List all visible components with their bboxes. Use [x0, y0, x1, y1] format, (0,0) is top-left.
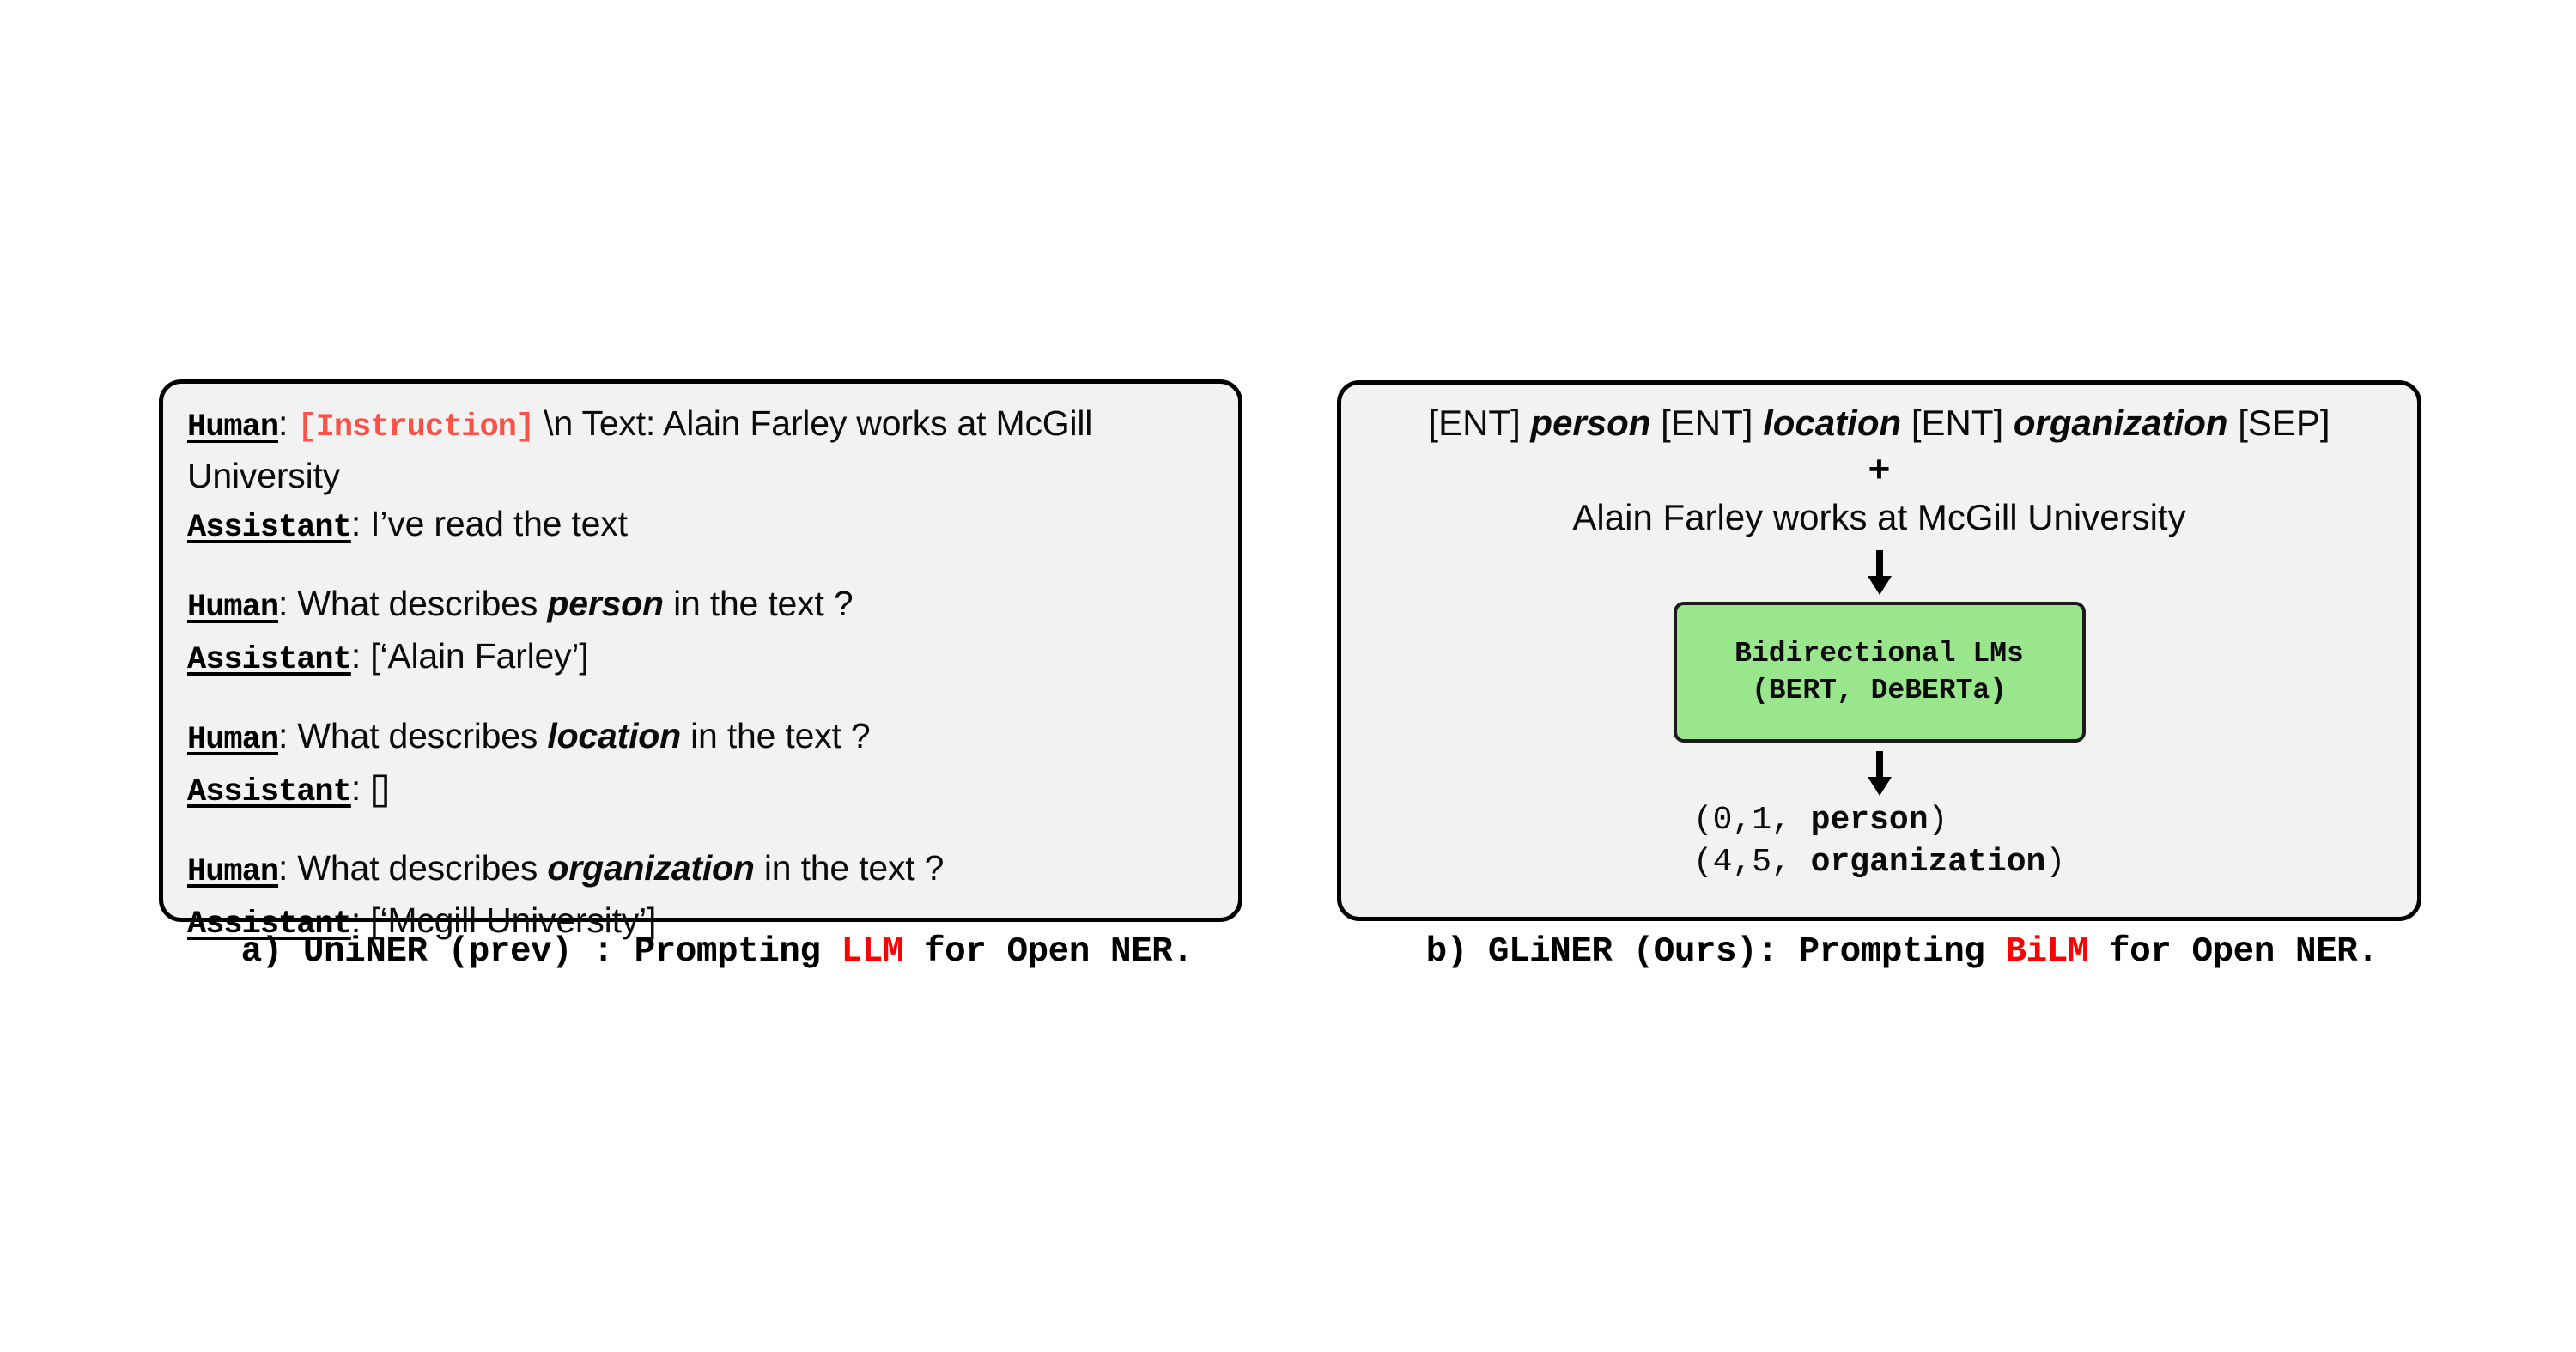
block-gap	[187, 684, 1221, 712]
model-name-line-2: (BERT, DeBERTa)	[1751, 675, 2008, 706]
chat-text: What describes	[288, 584, 548, 623]
role-label-assistant: Assistant	[187, 774, 352, 810]
conversation-block: Human: [Instruction] \n Text: Alain Farl…	[187, 399, 1221, 552]
conversation-block: Human: What describes organization in th…	[187, 844, 1221, 949]
output-span-item: (4,5, organization)	[1693, 841, 2065, 883]
ent-token: [ENT]	[1661, 403, 1753, 443]
role-colon: :	[350, 504, 361, 543]
span-label-person: person	[1810, 802, 1929, 839]
span-indices: (4,5,	[1692, 844, 1811, 881]
chat-line-human: Human: What describes organization in th…	[187, 844, 1221, 896]
chat-text: \n Text: Alain Farley works at McGill Un…	[187, 403, 1093, 495]
chat-line-assistant: Assistant: I’ve read the text	[187, 500, 1221, 552]
chat-text: What describes	[288, 848, 548, 888]
sep-token: [SEP]	[2238, 403, 2330, 443]
output-span-item: (0,1, person)	[1693, 799, 2065, 841]
caption-highlight-bilm: BiLM	[2005, 932, 2089, 972]
chat-text: []	[361, 768, 390, 808]
model-name-line-1: Bidirectional LMs	[1735, 638, 2024, 670]
chat-text: in the text ?	[680, 716, 871, 755]
model-box: Bidirectional LMs (BERT, DeBERTa)	[1673, 602, 2086, 743]
panel-a-conversation: Human: [Instruction] \n Text: Alain Farl…	[187, 399, 1221, 949]
role-label-human: Human	[187, 854, 279, 890]
span-label-organization: organization	[1810, 844, 2046, 881]
conversation-block: Human: What describes person in the text…	[187, 579, 1221, 684]
chat-text: [‘Mcgill University’]	[361, 900, 657, 940]
ent-token: [ENT]	[1911, 403, 2004, 443]
role-label-human: Human	[187, 722, 279, 758]
role-label-human: Human	[187, 590, 279, 626]
role-colon: :	[350, 900, 361, 940]
caption-panel-b: b) GLiNER (Ours): Prompting BiLM for Ope…	[1370, 931, 2434, 973]
caption-panel-a: a) UniNER (prev) : Prompting LLM for Ope…	[185, 931, 1249, 973]
chat-text: in the text ?	[754, 848, 945, 888]
span-indices: (0,1,	[1692, 802, 1811, 839]
panel-a-uniner: Human: [Instruction] \n Text: Alain Farl…	[159, 379, 1242, 943]
block-gap	[187, 816, 1221, 844]
chat-line-human: Human: What describes person in the text…	[187, 579, 1221, 632]
input-sentence: Alain Farley works at McGill University	[1572, 497, 2186, 537]
entity-type-person: person	[1530, 403, 1651, 443]
chat-line-human: Human: [Instruction] \n Text: Alain Farl…	[187, 399, 1221, 500]
role-label-assistant: Assistant	[187, 510, 352, 546]
chat-line-assistant: Assistant: [‘Alain Farley’]	[187, 632, 1221, 684]
chat-text: I’ve read the text	[361, 504, 628, 543]
chat-line-human: Human: What describes location in the te…	[187, 712, 1221, 764]
plus-sign: +	[1868, 448, 1891, 490]
role-colon: :	[278, 716, 289, 755]
chat-text: [‘Alain Farley’]	[361, 636, 589, 676]
role-colon: :	[278, 584, 289, 623]
chat-line-assistant: Assistant: []	[187, 764, 1221, 816]
entity-type-location: location	[1763, 403, 1902, 443]
panel-b-pipeline: [ENT] person [ENT] location [ENT] organi…	[1341, 385, 2417, 917]
entity-type-location: location	[547, 716, 681, 755]
ent-token: [ENT]	[1428, 403, 1521, 443]
conversation-block: Human: What describes location in the te…	[187, 712, 1221, 816]
span-close-paren: )	[2045, 844, 2066, 881]
caption-prefix: b) GLiNER (Ours): Prompting	[1425, 932, 2006, 972]
entity-type-person: person	[547, 584, 664, 623]
caption-highlight-llm: LLM	[841, 932, 904, 972]
role-colon: :	[278, 848, 289, 888]
arrow-down-icon	[1867, 550, 1892, 595]
chat-text: What describes	[288, 716, 548, 755]
role-label-assistant: Assistant	[187, 906, 352, 943]
caption-suffix: for Open NER.	[2087, 932, 2379, 972]
output-span-list: (0,1, person) (4,5, organization)	[1693, 799, 2065, 883]
caption-suffix: for Open NER.	[902, 932, 1194, 972]
chat-text: in the text ?	[663, 584, 854, 623]
entity-type-organization: organization	[2013, 403, 2228, 443]
caption-prefix: a) UniNER (prev) : Prompting	[240, 932, 841, 972]
panel-b-gliner: [ENT] person [ENT] location [ENT] organi…	[1337, 380, 2421, 921]
span-close-paren: )	[1928, 802, 1948, 839]
chat-line-assistant: Assistant: [‘Mcgill University’]	[187, 896, 1221, 949]
entity-prompt-line: [ENT] person [ENT] location [ENT] organi…	[1428, 401, 2330, 446]
instruction-tag: [Instruction]	[297, 409, 535, 446]
role-colon: :	[350, 636, 361, 676]
arrow-down-icon	[1867, 751, 1892, 796]
role-colon: :	[350, 768, 361, 808]
role-label-assistant: Assistant	[187, 642, 352, 678]
block-gap	[187, 552, 1221, 579]
role-label-human: Human	[187, 409, 279, 446]
role-colon: :	[278, 403, 289, 443]
entity-type-organization: organization	[547, 848, 755, 888]
